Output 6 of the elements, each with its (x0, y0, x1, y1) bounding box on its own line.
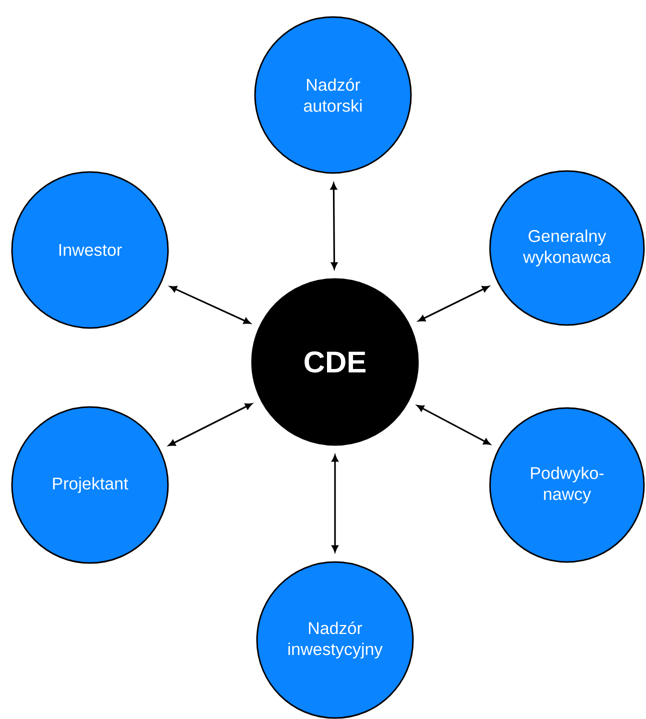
double-arrow (170, 286, 251, 324)
double-arrow (330, 182, 338, 270)
double-arrow (168, 403, 252, 446)
double-arrow (416, 405, 490, 445)
double-arrow (418, 286, 490, 322)
double-arrow (332, 454, 338, 552)
